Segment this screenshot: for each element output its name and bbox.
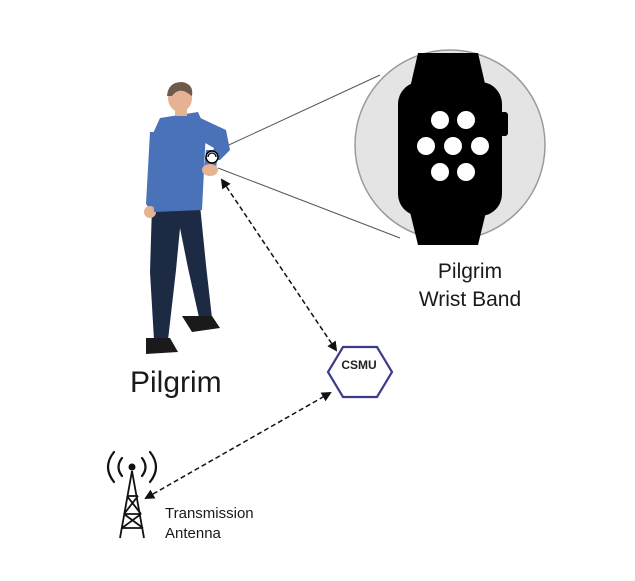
antenna-label-line1: Transmission — [165, 505, 254, 522]
antenna-label: Transmission Antenna — [165, 504, 254, 544]
wristband-label-line1: Pilgrim — [437, 260, 503, 283]
antenna-csmu-link — [144, 392, 332, 499]
wristband-zoom-circle — [354, 49, 546, 245]
antenna-label-line2: Antenna — [165, 525, 221, 542]
radio-tower-icon — [106, 450, 158, 539]
wristband-label-line2: Wrist Band — [418, 288, 522, 311]
wristband-csmu-link — [220, 178, 338, 352]
wristband-label: Pilgrim Wrist Band — [395, 258, 545, 314]
csmu-hexagon-icon — [326, 345, 394, 399]
pilgrim-person-figure — [144, 82, 230, 354]
pilgrim-label: Pilgrim — [130, 366, 222, 399]
watch-app-dots — [417, 111, 489, 181]
csmu-label: CSMU — [341, 358, 377, 372]
smartwatch-icon — [398, 53, 508, 245]
